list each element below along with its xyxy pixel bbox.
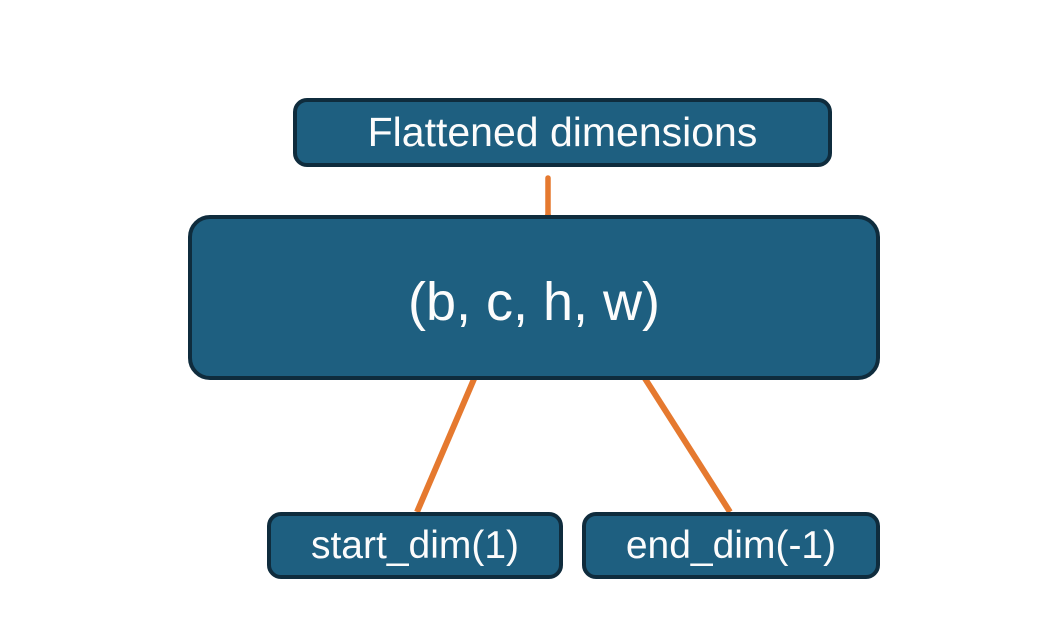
- end-dim-label: end_dim(-1): [625, 524, 837, 567]
- flattened-dimensions-box: Flattened dimensions: [293, 98, 832, 167]
- tensor-shape-label: (b, c, h, w): [407, 271, 661, 332]
- end-dim-box: end_dim(-1): [582, 512, 880, 579]
- tensor-shape-box: (b, c, h, w): [188, 215, 880, 380]
- start-dim-box: start_dim(1): [267, 512, 563, 579]
- start-dim-label: start_dim(1): [310, 524, 520, 567]
- flattened-dimensions-label: Flattened dimensions: [367, 109, 758, 155]
